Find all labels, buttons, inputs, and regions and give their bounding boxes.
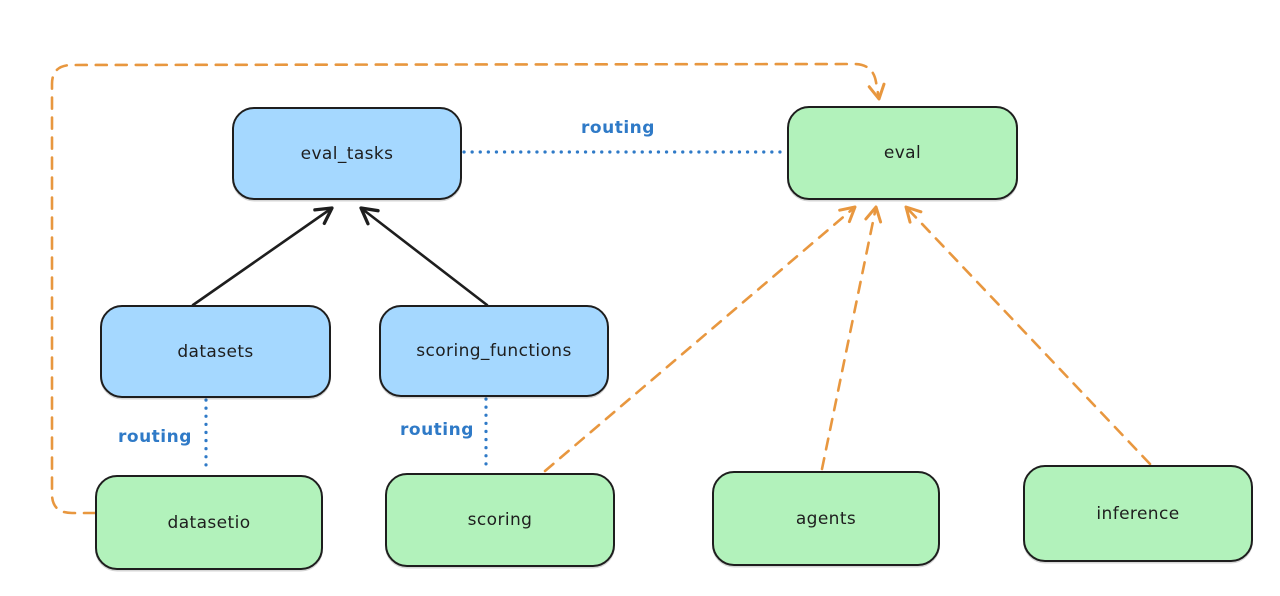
node-scoring-functions: scoring_functions (379, 305, 609, 397)
edge-scoring-functions-to-eval-tasks-arrow (359, 206, 489, 307)
node-datasets: datasets (100, 305, 331, 398)
node-inference-label: inference (1096, 503, 1180, 524)
routing-label-datasets-datasetio: routing (118, 427, 192, 447)
edge-agents-to-eval-dashed-arrow (820, 205, 883, 471)
edge-inference-to-eval-dashed-arrow (904, 205, 1152, 466)
node-eval-tasks: eval_tasks (232, 107, 462, 200)
node-eval: eval (787, 106, 1018, 200)
node-inference: inference (1023, 465, 1253, 562)
node-agents-label: agents (795, 508, 857, 529)
node-datasets-label: datasets (177, 341, 254, 362)
node-scoring-functions-label: scoring_functions (416, 341, 572, 361)
routing-label-eval-tasks-eval: routing (581, 118, 655, 138)
node-datasetio-label: datasetio (167, 512, 251, 533)
node-datasetio: datasetio (95, 475, 323, 570)
node-scoring: scoring (385, 473, 615, 567)
routing-label-scoring-functions-scoring: routing (400, 420, 474, 440)
node-eval-label: eval (883, 143, 922, 163)
node-agents: agents (712, 471, 940, 566)
edge-datasets-to-eval-tasks-arrow (191, 206, 334, 307)
node-scoring-label: scoring (467, 510, 533, 530)
node-eval-tasks-label: eval_tasks (300, 143, 394, 164)
